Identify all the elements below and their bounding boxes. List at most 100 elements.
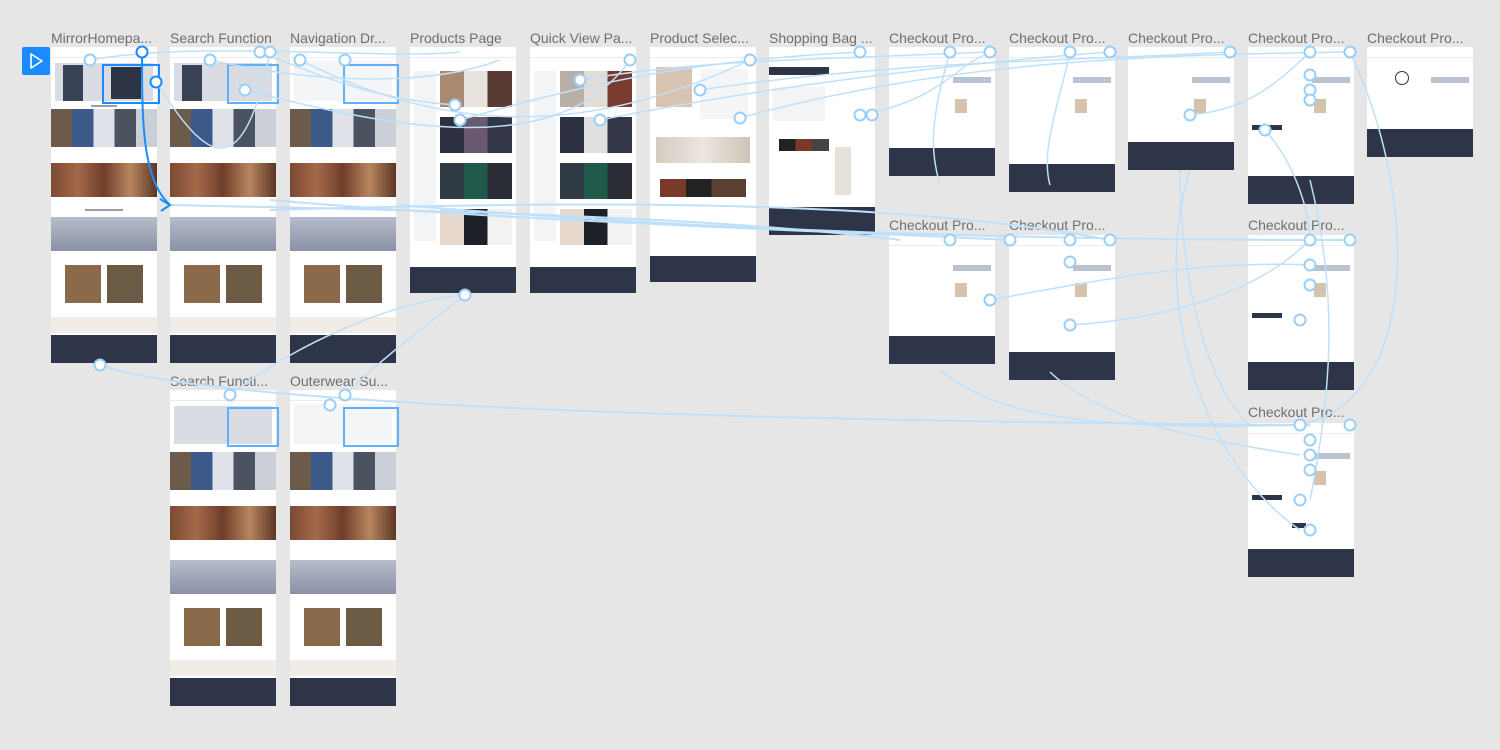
product-gallery — [656, 137, 750, 163]
frame-footer — [1128, 142, 1234, 170]
frame-footer — [1248, 176, 1354, 204]
frame-header — [1248, 235, 1354, 246]
frame-title-search-2[interactable]: Search Functi... — [170, 373, 269, 389]
selected-hotspot[interactable] — [102, 64, 160, 104]
item-thumbnail — [955, 283, 967, 297]
frame-footer — [769, 207, 875, 235]
hero-model-image — [111, 67, 141, 99]
item-thumbnail — [1194, 99, 1206, 113]
frame-title-home[interactable]: MirrorHomepa... — [51, 30, 153, 46]
frame-header — [51, 47, 157, 58]
filter-sidebar — [414, 71, 436, 241]
hotspot[interactable] — [343, 64, 399, 104]
summary-bar — [1431, 77, 1469, 83]
frame-checkout-1[interactable] — [889, 47, 995, 176]
new-arrivals-grid — [290, 109, 396, 147]
new-arrivals-grid — [170, 452, 276, 490]
collection-image — [184, 265, 220, 303]
recommended-items — [779, 139, 829, 151]
frame-checkout-9[interactable] — [1248, 423, 1354, 577]
frame-title-bag[interactable]: Shopping Bag ... — [769, 30, 873, 46]
frame-title-checkout-6[interactable]: Checkout Pro... — [889, 217, 986, 233]
item-thumbnail — [1314, 99, 1326, 113]
connection-wire — [1179, 169, 1251, 426]
frame-product-select[interactable] — [650, 47, 756, 282]
item-thumbnail — [1314, 471, 1326, 485]
frame-title-checkout-5[interactable]: Checkout Pro... — [1367, 30, 1464, 46]
frame-footer — [650, 256, 756, 282]
frame-footer — [290, 678, 396, 706]
frame-shopping-bag[interactable] — [769, 47, 875, 235]
payment-options — [1252, 125, 1282, 130]
section-heading — [85, 209, 123, 211]
frame-footer — [290, 335, 396, 363]
closet-banner — [170, 163, 276, 197]
closet-banner — [51, 163, 157, 197]
hotspot[interactable] — [227, 64, 279, 104]
frame-checkout-2[interactable] — [1009, 47, 1115, 192]
bag-header — [769, 67, 829, 75]
product-row — [560, 71, 632, 107]
hotspot[interactable] — [343, 407, 399, 447]
frame-quickview[interactable] — [530, 47, 636, 293]
collection-image — [107, 265, 143, 303]
frame-title-outerwear[interactable]: Outerwear Su... — [290, 373, 389, 389]
frame-title-checkout-8[interactable]: Checkout Pro... — [1248, 217, 1345, 233]
frame-checkout-6[interactable] — [889, 235, 995, 364]
hotspot[interactable] — [227, 407, 279, 447]
frame-checkout-4[interactable] — [1248, 47, 1354, 204]
newsletter-bar — [51, 317, 157, 333]
product-image — [656, 67, 692, 107]
frame-products[interactable] — [410, 47, 516, 293]
newsletter-bar — [290, 317, 396, 333]
collections-banner — [290, 217, 396, 251]
product-details — [700, 69, 748, 119]
new-arrivals-grid — [51, 109, 157, 147]
newsletter-bar — [290, 660, 396, 676]
frame-footer — [1248, 362, 1354, 390]
frame-title-checkout-1[interactable]: Checkout Pro... — [889, 30, 986, 46]
section-heading — [91, 105, 117, 107]
frame-home[interactable] — [51, 47, 157, 363]
frame-header — [1248, 47, 1354, 58]
frame-title-checkout-2[interactable]: Checkout Pro... — [1009, 30, 1106, 46]
frame-footer — [889, 336, 995, 364]
frame-header — [170, 47, 276, 58]
frame-checkout-3[interactable] — [1128, 47, 1234, 170]
frame-title-checkout-3[interactable]: Checkout Pro... — [1128, 30, 1225, 46]
frame-footer — [1009, 164, 1115, 192]
product-row — [440, 163, 512, 199]
summary-bar — [1312, 77, 1350, 83]
frame-header — [410, 47, 516, 58]
connection-wire — [99, 364, 1311, 426]
frame-checkout-8[interactable] — [1248, 235, 1354, 390]
frame-title-checkout-4[interactable]: Checkout Pro... — [1248, 30, 1345, 46]
collections-banner — [51, 217, 157, 251]
frame-title-search[interactable]: Search Function — [170, 30, 272, 46]
newsletter-bar — [170, 317, 276, 333]
frame-title-checkout-9[interactable]: Checkout Pro... — [1248, 404, 1345, 420]
frame-title-nav[interactable]: Navigation Dr... — [290, 30, 386, 46]
frame-checkout-7[interactable] — [1009, 235, 1115, 380]
collections-banner — [290, 560, 396, 594]
new-arrivals-grid — [290, 452, 396, 490]
frame-footer — [410, 267, 516, 293]
collection-image — [226, 265, 262, 303]
payment-options — [1252, 313, 1282, 318]
frame-header — [530, 47, 636, 58]
collections-banner — [170, 560, 276, 594]
frame-title-products[interactable]: Products Page — [410, 30, 502, 46]
frame-checkout-5[interactable] — [1367, 47, 1473, 157]
frame-search-2[interactable] — [170, 390, 276, 706]
frame-title-checkout-7[interactable]: Checkout Pro... — [1009, 217, 1106, 233]
frame-footer — [170, 678, 276, 706]
recommended-items — [660, 179, 746, 197]
hero-model-image — [182, 65, 202, 101]
item-thumbnail — [1075, 99, 1087, 113]
frame-title-select[interactable]: Product Selec... — [650, 30, 749, 46]
frame-title-quickview[interactable]: Quick View Pa... — [530, 30, 633, 46]
present-prototype-button[interactable] — [22, 47, 50, 75]
frame-footer — [1009, 352, 1115, 380]
product-row — [440, 71, 512, 107]
check-icon — [1395, 71, 1409, 85]
